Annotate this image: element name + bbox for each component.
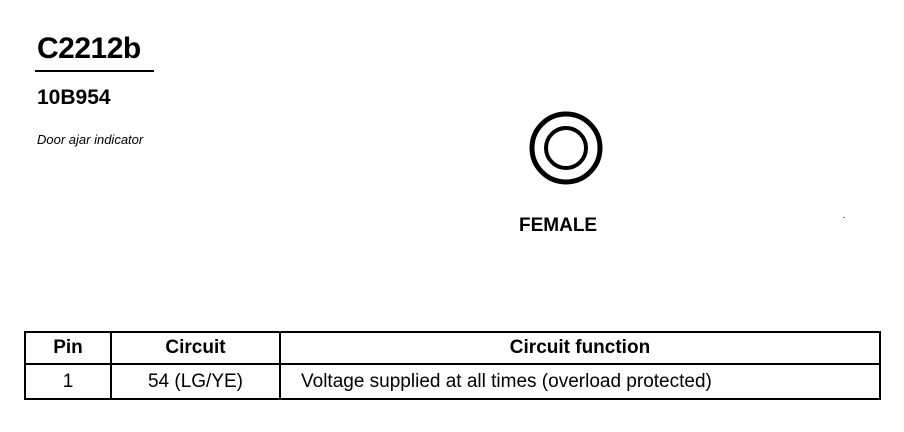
connector-description: Door ajar indicator [37,132,144,147]
female-connector-icon [529,111,603,185]
cell-circuit: 54 (LG/YE) [110,363,281,400]
connector-outer-ring [529,111,603,185]
connector-gender-label: FEMALE [519,215,598,236]
header-circuit: Circuit [110,331,281,365]
pin-table: Pin Circuit Circuit function 1 54 (LG/YE… [24,331,881,400]
header-circuit-function: Circuit function [279,331,881,365]
table-row: 1 54 (LG/YE) Voltage supplied at all tim… [24,363,881,400]
header-pin: Pin [24,331,112,365]
connector-id: C2212b [37,32,141,65]
cell-circuit-function: Voltage supplied at all times (overload … [279,363,881,400]
scan-speck [843,217,845,218]
connector-id-underline [35,70,154,72]
cell-pin: 1 [24,363,112,400]
part-number: 10B954 [37,86,111,109]
pin-table-header-row: Pin Circuit Circuit function [24,331,881,365]
connector-inner-ring [544,126,588,170]
